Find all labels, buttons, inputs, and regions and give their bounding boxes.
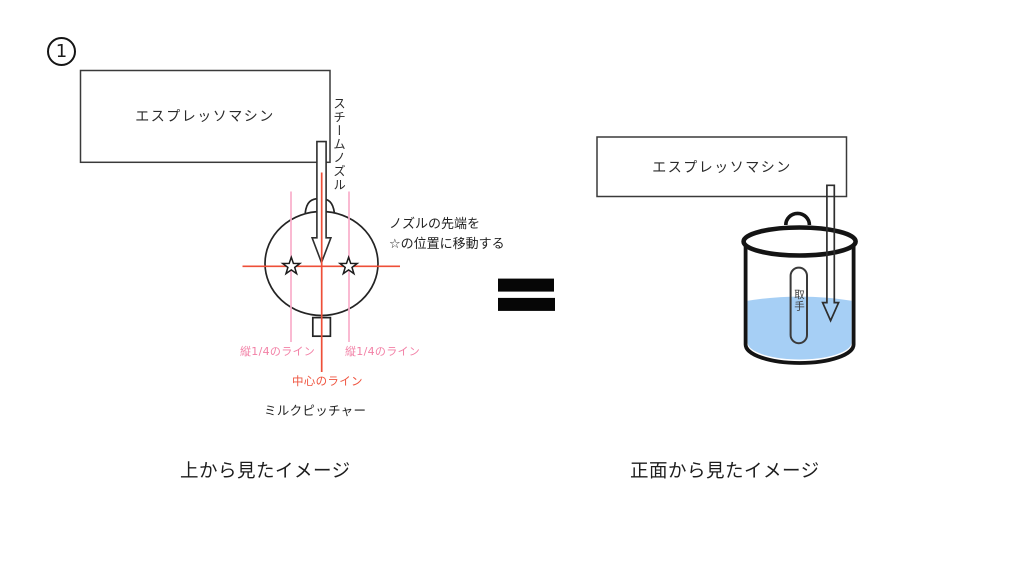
- machine-label-top-view-text: エスプレッソマシン: [135, 109, 275, 125]
- step-number-badge: 1: [47, 37, 76, 66]
- pitcher-spout-front-view: [784, 211, 812, 226]
- step-number: 1: [55, 40, 68, 62]
- espresso-machine-box-top-view: [79, 69, 331, 164]
- star-left-icon: [280, 254, 303, 276]
- milk-pitcher-label: ミルクピッチャー: [264, 403, 367, 418]
- caption-top-view: 上から見たイメージ: [180, 461, 351, 482]
- quarter-line-right-label: 縦1/4のライン: [345, 345, 421, 358]
- milk-liquid: [747, 296, 852, 360]
- equals-icon: [498, 278, 555, 311]
- machine-label-front-view-text: エスプレッソマシン: [652, 160, 792, 176]
- quarter-line-left-label: 縦1/4のライン: [240, 345, 316, 358]
- machine-label-top-view: エスプレッソマシン: [80, 70, 330, 162]
- pitcher-handle-front-view: [789, 266, 808, 345]
- machine-label-front-view: エスプレッソマシン: [597, 137, 847, 197]
- pitcher-rim: [741, 225, 858, 258]
- handle-label: 取手: [793, 289, 805, 312]
- espresso-machine-box-front-view: [596, 136, 848, 198]
- steam-nozzle-label: スチームノズル: [331, 97, 346, 192]
- nozzle-annotation: ノズルの先端を ☆の位置に移動する: [389, 215, 505, 254]
- nozzle-annotation-line2: ☆の位置に移動する: [389, 236, 505, 252]
- steam-wand-arrow-icon: [821, 184, 840, 323]
- nozzle-annotation-line1: ノズルの先端を: [389, 217, 481, 232]
- center-line-label: 中心のライン: [292, 374, 363, 388]
- pitcher-body-outline: [743, 242, 856, 365]
- star-right-icon: [337, 254, 360, 276]
- caption-front-view: 正面から見たイメージ: [630, 461, 820, 482]
